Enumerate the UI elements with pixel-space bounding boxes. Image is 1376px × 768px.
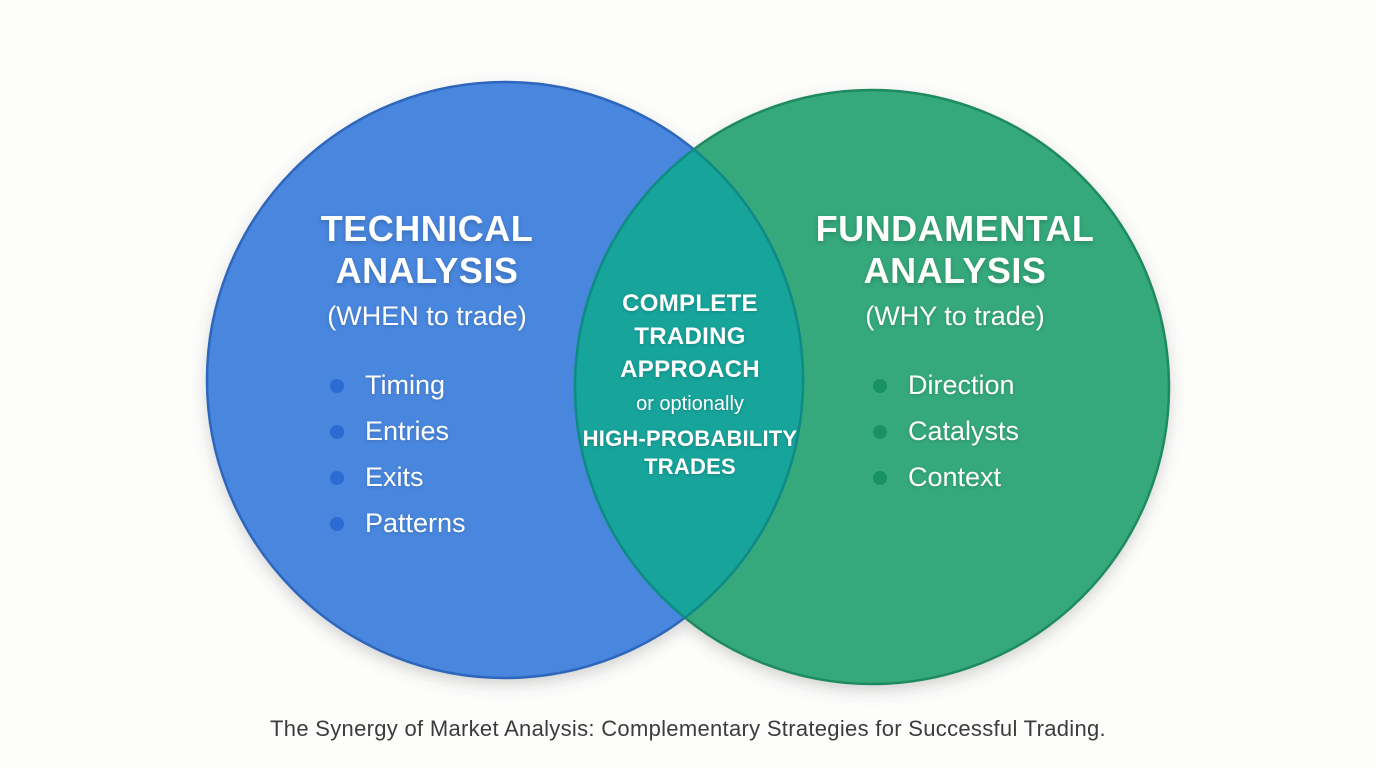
- overlap-line2: TRADING: [634, 323, 746, 350]
- diagram-caption: The Synergy of Market Analysis: Compleme…: [270, 716, 1106, 741]
- bullet-dot-icon: [873, 424, 887, 439]
- overlap-line3: APPROACH: [620, 356, 760, 383]
- fundamental-analysis-subtitle: (WHY to trade): [865, 301, 1045, 331]
- list-item: Exits: [330, 462, 466, 493]
- technical-analysis-title: TECHNICAL ANALYSIS: [252, 208, 602, 292]
- fundamental-analysis-list: Direction Catalysts Context: [873, 370, 1019, 508]
- list-item: Direction: [873, 370, 1019, 401]
- overlap-heading: COMPLETE TRADING APPROACH: [565, 287, 815, 386]
- bullet-dot-icon: [330, 424, 344, 439]
- list-item-label: Patterns: [365, 508, 466, 538]
- technical-analysis-list: Timing Entries Exits Patterns: [330, 370, 466, 554]
- fundamental-analysis-title: FUNDAMENTAL ANALYSIS: [780, 208, 1130, 292]
- list-item-label: Catalysts: [908, 416, 1020, 446]
- bullet-dot-icon: [330, 470, 344, 485]
- list-item: Timing: [330, 370, 466, 401]
- list-item-label: Context: [908, 462, 1002, 492]
- list-item-label: Timing: [365, 370, 446, 400]
- list-item: Patterns: [330, 508, 466, 539]
- overlap-connector: or optionally: [636, 393, 744, 415]
- list-item-label: Exits: [365, 462, 424, 492]
- bullet-dot-icon: [873, 378, 887, 393]
- list-item-label: Entries: [365, 416, 450, 446]
- technical-analysis-title-block: TECHNICAL ANALYSIS (WHEN to trade): [252, 208, 602, 331]
- overlap-lens: [575, 90, 803, 678]
- list-item-label: Direction: [908, 370, 1015, 400]
- bullet-dot-icon: [330, 378, 344, 393]
- overlap-line5: TRADES: [644, 454, 736, 479]
- bullet-dot-icon: [873, 470, 887, 485]
- list-item: Entries: [330, 416, 466, 447]
- fundamental-title-line1: FUNDAMENTAL: [815, 208, 1095, 249]
- fundamental-analysis-title-block: FUNDAMENTAL ANALYSIS (WHY to trade): [780, 208, 1130, 331]
- bullet-dot-icon: [330, 516, 344, 531]
- fundamental-title-line2: ANALYSIS: [863, 250, 1047, 291]
- overlap-text-block: COMPLETE TRADING APPROACH or optionally …: [565, 287, 815, 481]
- technical-analysis-subtitle: (WHEN to trade): [327, 301, 527, 331]
- list-item: Catalysts: [873, 416, 1019, 447]
- technical-title-line1: TECHNICAL: [320, 208, 534, 249]
- list-item: Context: [873, 462, 1019, 493]
- overlap-line4: HIGH-PROBABILITY: [582, 426, 798, 451]
- technical-title-line2: ANALYSIS: [335, 250, 519, 291]
- overlap-line1: COMPLETE: [622, 290, 758, 317]
- overlap-left-arc: [573, 88, 803, 678]
- overlap-right-arc: [575, 90, 805, 680]
- overlap-subheading: HIGH-PROBABILITY TRADES: [565, 425, 815, 481]
